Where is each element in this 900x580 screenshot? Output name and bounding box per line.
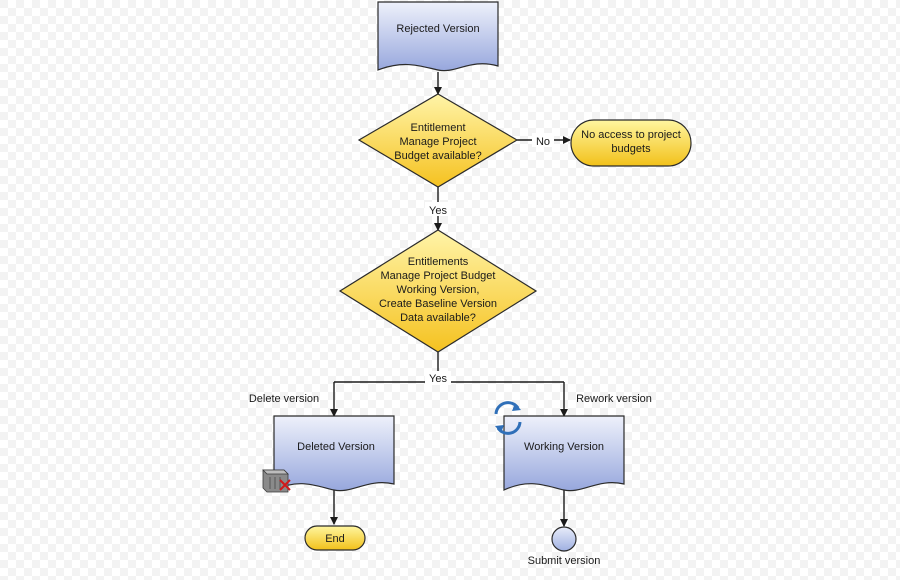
node-decision-entitlements-baseline[interactable]: Entitlements Manage Project Budget Worki… (338, 229, 538, 353)
deleted-version-label: Deleted Version (297, 441, 375, 453)
end-label: End (325, 533, 345, 545)
no-label: No (536, 136, 550, 148)
working-version-label: Working Version (524, 441, 604, 453)
decision2-line-2: Manage Project Budget (381, 270, 496, 282)
refresh-cycle-icon (494, 401, 522, 435)
trash-bin-icon (262, 469, 291, 493)
yes-label-1: Yes (429, 205, 447, 217)
node-no-access[interactable]: No access to project budgets (570, 119, 692, 167)
decision1-line-1: Entitlement (410, 122, 465, 134)
node-submit-version[interactable] (551, 526, 577, 552)
node-rejected-version[interactable]: Rejected Version (377, 1, 499, 72)
delete-version-label: Delete version (249, 393, 319, 405)
edge-label-yes-2: Yes (425, 371, 451, 385)
decision2-line-5: Data available? (400, 312, 476, 324)
edge-label-yes-1: Yes (425, 202, 451, 217)
no-access-line-1: No access to project (581, 129, 681, 141)
node-decision-entitlement[interactable]: Entitlement Manage Project Budget availa… (357, 93, 519, 188)
rework-version-label: Rework version (576, 393, 652, 405)
node-deleted-version[interactable]: Deleted Version (273, 415, 395, 492)
rejected-version-label: Rejected Version (396, 23, 479, 35)
decision2-line-4: Create Baseline Version (379, 298, 497, 310)
decision1-line-2: Manage Project (399, 136, 476, 148)
decision2-line-1: Entitlements (408, 256, 469, 268)
decision2-line-3: Working Version, (397, 284, 480, 296)
node-end[interactable]: End (304, 525, 366, 551)
no-access-line-2: budgets (611, 143, 651, 155)
yes-label-2: Yes (429, 373, 447, 385)
submit-version-label: Submit version (528, 555, 601, 567)
decision1-line-3: Budget available? (394, 150, 481, 162)
node-working-version[interactable]: Working Version (503, 415, 625, 492)
edge-label-no: No (532, 133, 554, 148)
